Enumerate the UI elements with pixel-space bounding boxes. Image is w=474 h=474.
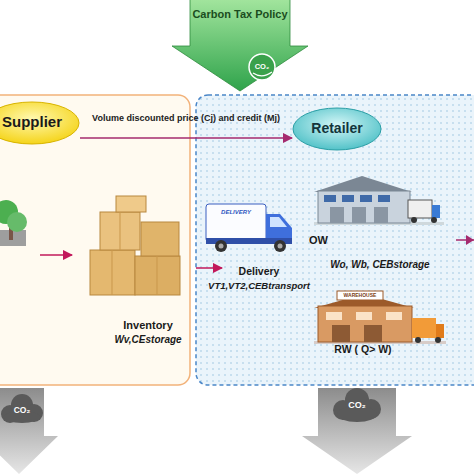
warehouse-node: RW ( Q> W) — [305, 292, 455, 358]
carton — [141, 222, 179, 256]
own-warehouse-illustration — [314, 176, 444, 225]
inventory-node: InventoryWv,CEstorage — [100, 192, 196, 350]
tree-crown — [7, 212, 27, 232]
truck-cab — [432, 205, 440, 218]
truck-wheel — [215, 240, 227, 252]
carton-tape — [120, 212, 121, 250]
warehouse-roof — [314, 176, 412, 192]
window — [378, 195, 390, 202]
node-title: Delivery — [212, 266, 306, 278]
truck-wheel — [274, 240, 286, 252]
warehouse-wall — [318, 306, 412, 342]
policy-arrow-shape — [172, 0, 308, 91]
flow-arrow — [196, 267, 222, 269]
factory-illustration — [0, 200, 27, 246]
truck-wheel — [431, 217, 437, 223]
ellipse-shape — [293, 108, 381, 150]
window — [324, 195, 336, 202]
co2-cloud — [1, 394, 43, 423]
emission-arrow — [302, 388, 412, 474]
node-title: Supplier — [0, 114, 80, 131]
door — [374, 207, 388, 223]
truck-cargo — [408, 200, 432, 218]
window — [386, 312, 402, 320]
truck-wheel — [415, 337, 421, 343]
door — [330, 207, 344, 223]
window — [356, 312, 372, 320]
node-detail: VT1,VT2,CEBtransport — [200, 281, 318, 291]
carton — [90, 250, 135, 295]
ellipse-shape — [0, 102, 79, 144]
co2-text: CO₂ — [8, 406, 36, 415]
rented-warehouse-illustration — [314, 291, 446, 344]
warehouse-wall — [318, 191, 410, 223]
warehouse-sign — [337, 291, 383, 300]
truck-wheel — [435, 337, 441, 343]
flow-arrow — [40, 254, 72, 256]
co2-text: CO₂ — [343, 401, 371, 410]
truck-hub — [278, 244, 283, 249]
co2-text: CO₂ — [249, 63, 275, 71]
carton — [116, 196, 146, 212]
boxes-illustration — [90, 196, 180, 295]
truck-illustration — [206, 204, 292, 252]
retailer-panel — [196, 95, 474, 385]
truck-cargo — [206, 204, 266, 242]
actor-ellipse: Retailer — [292, 107, 382, 151]
truck-window — [270, 217, 287, 227]
co2-cloud — [333, 388, 381, 422]
warehouse-sign-text: WAREHOUSE — [337, 293, 383, 298]
door — [352, 207, 366, 223]
node-title: Retailer — [292, 121, 382, 136]
node-title: Inventory — [100, 319, 196, 331]
truck-wheel — [411, 217, 417, 223]
vehicle-lettering: DELIVERY — [206, 209, 266, 215]
node-detail: Wo, Wb, CEBstorage — [305, 259, 455, 270]
edge-label: Volume discounted price (Cj) and credit … — [92, 114, 280, 123]
policy-arrow: Carbon Tax Policy — [172, 0, 308, 92]
outflow-arrowhead — [466, 235, 474, 245]
carton-tape — [157, 256, 158, 295]
node-title: OW — [309, 234, 349, 246]
truck-hub — [219, 244, 224, 249]
window — [342, 195, 354, 202]
truck-cargo — [412, 318, 436, 338]
actor-ellipse: Supplier — [0, 101, 80, 145]
door — [364, 325, 382, 342]
carton — [100, 212, 140, 250]
door — [332, 325, 350, 342]
emission-arrow — [0, 388, 58, 474]
carton-tape — [112, 250, 113, 295]
warehouse-node: OW Wo, Wb, CEBstorage — [305, 176, 455, 274]
delivery-node: DeliveryVT1,VT2,CEBtransport — [222, 264, 296, 296]
carton — [135, 256, 180, 295]
co2-icon-swoosh — [253, 72, 272, 76]
window — [326, 312, 342, 320]
window — [360, 195, 372, 202]
node-title: RW ( Q> W) — [305, 344, 421, 356]
node-title: Carbon Tax Policy — [190, 8, 290, 20]
truck-cab — [436, 324, 444, 338]
flow-arrow — [80, 137, 292, 139]
node-detail: Wv,CEstorage — [90, 334, 206, 345]
co2-icon — [249, 54, 275, 80]
